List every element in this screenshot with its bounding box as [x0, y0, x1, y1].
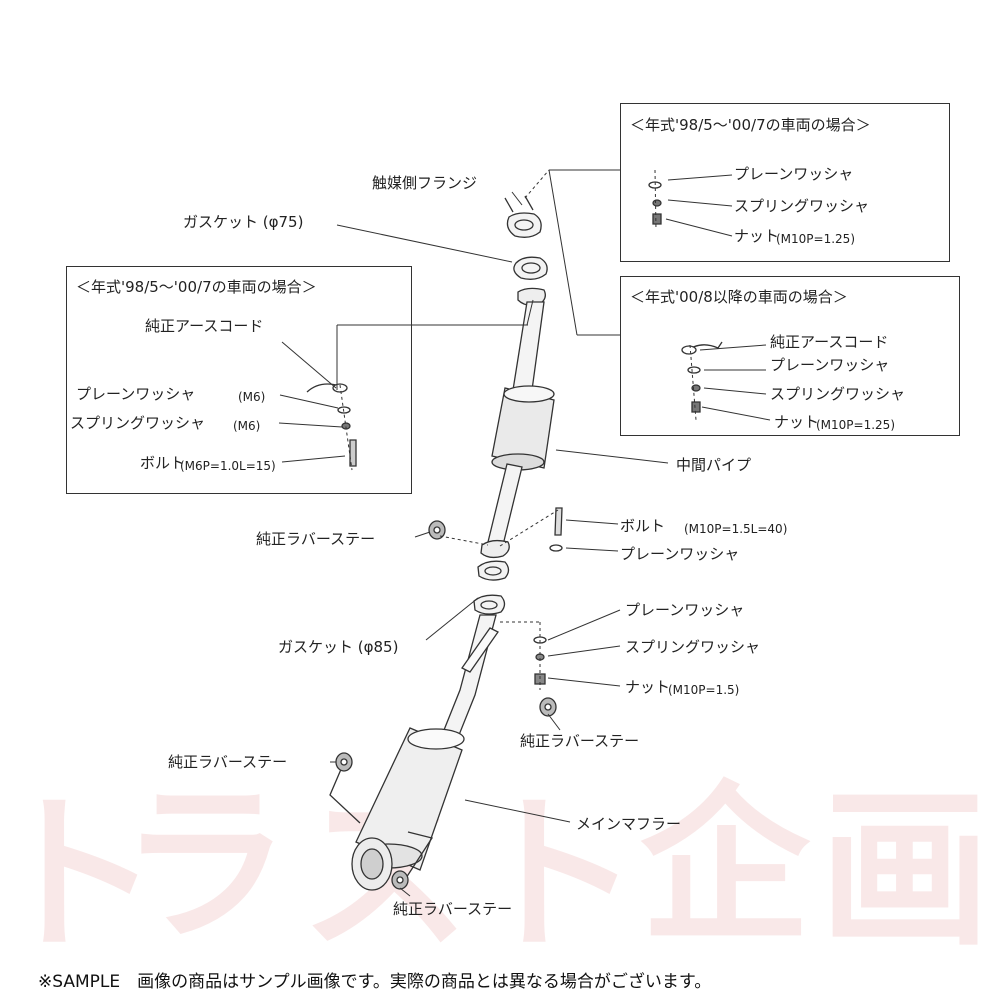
catalyst-flange-stub — [504, 195, 534, 213]
label-bolt-spec: (M10P=1.5L=40) — [684, 522, 788, 536]
box-left-bolt-spec: (M6P=1.0L=15) — [180, 459, 276, 473]
watermark-char: ト — [470, 775, 641, 975]
box-top-right-nut: ナット — [734, 227, 780, 245]
gasket-85-b — [473, 594, 506, 615]
gasket-75 — [513, 256, 548, 280]
box-left-plain-washer-spec: (M6) — [238, 390, 266, 404]
label-plain-washer-1: プレーンワッシャ — [620, 545, 740, 563]
box-left-spring-washer: スプリングワッシャ — [70, 414, 206, 432]
box-left-title: ＜年式'98/5～'00/7の車両の場合＞ — [76, 278, 317, 296]
box-top-right-nut-spec: (M10P=1.25) — [776, 232, 855, 246]
center-pipe-flange — [517, 287, 546, 306]
catalyst-flange — [506, 212, 542, 238]
box-left-plain-washer: プレーンワッシャ — [76, 385, 196, 403]
box-mid-right — [620, 276, 960, 436]
watermark: ト ラ ス ト 企 画 — [0, 770, 1000, 980]
plain-washer-center — [549, 544, 563, 552]
label-nut-spec: (M10P=1.5) — [668, 683, 740, 697]
label-rubber-stay-2: 純正ラバーステー — [520, 732, 640, 750]
box-top-right — [620, 103, 950, 262]
box-left-bolt: ボルト — [140, 454, 186, 472]
label-rubber-stay-1: 純正ラバーステー — [256, 530, 376, 548]
label-nut: ナット — [625, 678, 671, 696]
box-top-right-plain-washer: プレーンワッシャ — [734, 165, 854, 183]
muffler-hanger-rod-2 — [405, 831, 434, 879]
box-left — [66, 266, 412, 494]
label-spring-washer: スプリングワッシャ — [625, 638, 761, 656]
center-pipe-lower — [487, 463, 523, 546]
rubber-stay-4 — [391, 870, 409, 890]
box-top-right-spring-washer: スプリングワッシャ — [734, 197, 870, 215]
label-rubber-stay-3: 純正ラバーステー — [168, 753, 288, 771]
label-plain-washer-2: プレーンワッシャ — [625, 601, 745, 619]
gasket-85-a — [477, 560, 510, 581]
watermark-char: ト — [0, 775, 161, 975]
rubber-stay-1 — [428, 520, 446, 540]
label-rubber-stay-4: 純正ラバーステー — [393, 900, 513, 918]
rubber-stay-2 — [539, 697, 557, 717]
label-catalyst-flange: 触媒側フランジ — [372, 174, 478, 192]
center-pipe-upper — [512, 301, 545, 391]
box-mid-right-spring-washer: スプリングワッシャ — [770, 385, 906, 403]
rear-pipe-hanger — [461, 627, 499, 673]
center-pipe-rear-flange — [480, 539, 510, 559]
watermark-char: 画 — [820, 770, 991, 970]
box-mid-right-nut-spec: (M10P=1.25) — [816, 418, 895, 432]
plain-washer-mr — [687, 366, 701, 374]
box-left-spring-washer-spec: (M6) — [233, 419, 261, 433]
watermark-char: ラ — [120, 765, 291, 965]
label-main-muffler: メインマフラー — [576, 815, 682, 833]
box-mid-right-plain-washer: プレーンワッシャ — [770, 356, 890, 374]
box-mid-right-nut: ナット — [774, 413, 820, 431]
box-mid-right-title: ＜年式'00/8以降の車両の場合＞ — [630, 288, 848, 306]
label-gasket-85: ガスケット (φ85) — [278, 638, 399, 656]
box-top-right-title: ＜年式'98/5～'00/7の車両の場合＞ — [630, 116, 871, 134]
label-center-pipe: 中間パイプ — [676, 456, 752, 474]
box-left-earth-cord: 純正アースコード — [145, 317, 264, 335]
nut-tr — [652, 213, 662, 225]
sample-disclaimer: ※SAMPLE 画像の商品はサンプル画像です。実際の商品とは異なる場合がございま… — [0, 964, 1000, 1000]
rubber-stay-3 — [335, 752, 353, 772]
muffler-hanger-rod-1 — [329, 759, 361, 824]
nut-mr — [691, 401, 701, 413]
watermark-char: 企 — [640, 765, 811, 965]
label-gasket-75: ガスケット (φ75) — [183, 213, 304, 231]
spring-washer-tr — [652, 199, 662, 207]
bolt-m10 — [554, 507, 563, 536]
box-mid-right-earth-cord: 純正アースコード — [770, 333, 889, 351]
label-bolt: ボルト — [620, 517, 666, 535]
